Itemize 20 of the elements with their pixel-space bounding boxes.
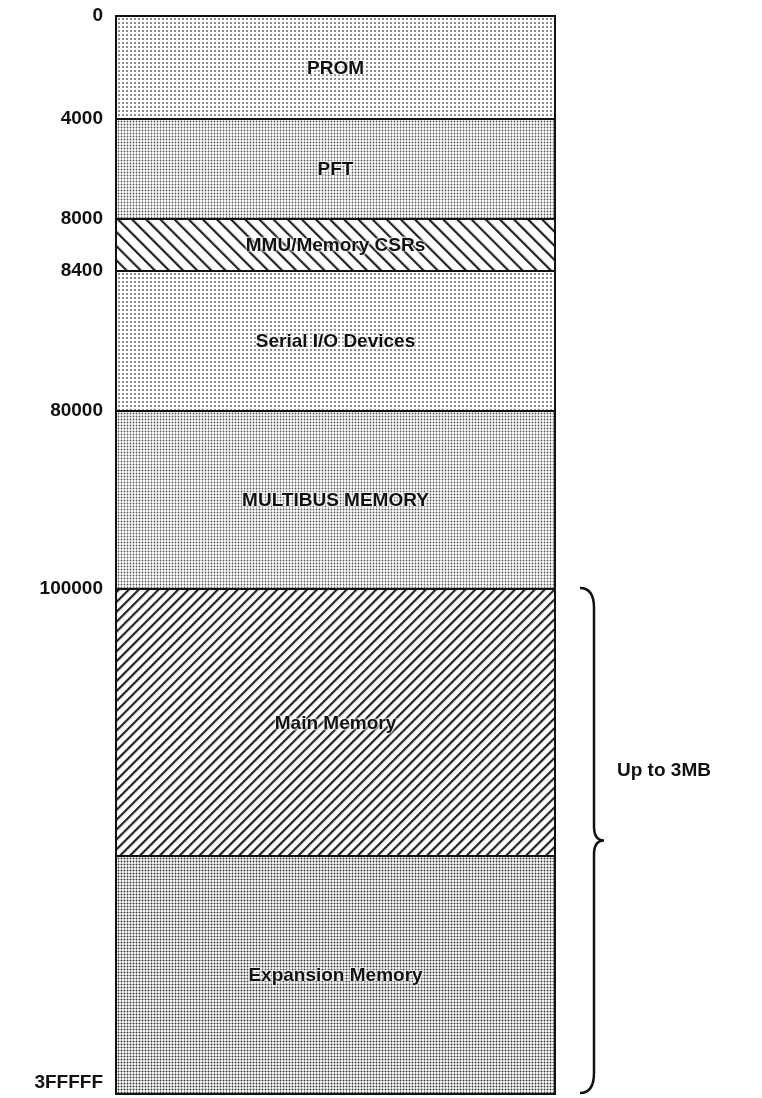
address-label: 8000 [60,207,103,229]
address-label: 0 [92,4,103,26]
region-label: Serial I/O Devices [255,330,416,351]
memory-region [115,588,556,857]
memory-region [115,270,556,412]
memory-region [115,218,556,272]
memory-region [115,15,556,120]
address-label: 3FFFFF [34,1071,103,1093]
address-label: 4000 [60,107,103,129]
region-label: PFT [317,158,354,179]
address-label: 100000 [39,577,103,599]
size-note: Up to 3MB [617,759,711,781]
address-label: 80000 [50,399,103,421]
region-label: PROM [307,56,364,78]
region-label: MULTIBUS MEMORY [242,489,429,510]
memory-region [115,855,556,1095]
region-label: Expansion Memory [248,964,423,985]
memory-region [115,118,556,220]
address-label: 8400 [60,259,103,281]
memory-region [115,410,556,590]
